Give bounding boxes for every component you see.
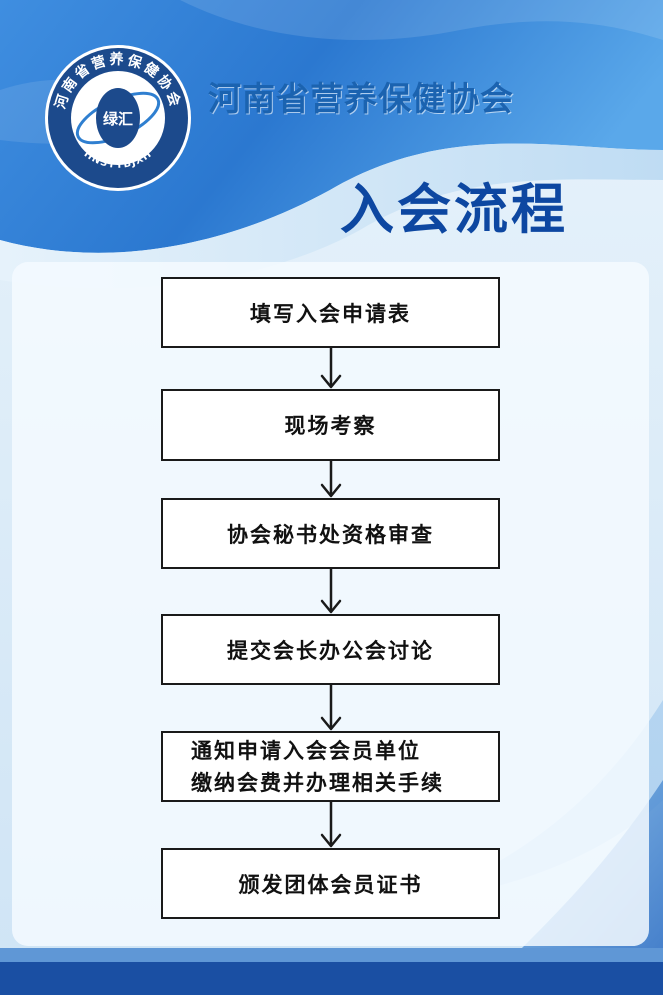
step-4-box: 提交会长办公会讨论	[161, 614, 500, 685]
step-5-label-line-1: 通知申请入会会员单位	[191, 738, 421, 763]
page-title: 入会流程	[340, 177, 568, 241]
logo-center-text: 绿汇	[103, 110, 133, 128]
step-6-label: 颁发团体会员证书	[238, 872, 423, 897]
association-logo: 河南省营养保健协会 HNSYYBJXH 绿汇	[45, 45, 191, 191]
step-1-box: 填写入会申请表	[161, 277, 500, 348]
step-2-label: 现场考察	[284, 414, 377, 438]
org-name: 河南省营养保健协会	[208, 79, 514, 118]
step-5-label-line-2: 缴纳会费并办理相关手续	[191, 770, 444, 795]
step-5-box: 通知申请入会会员单位 缴纳会费并办理相关手续	[161, 731, 500, 802]
step-3-box: 协会秘书处资格审查	[161, 498, 500, 569]
step-2-box: 现场考察	[161, 389, 500, 461]
step-4-label: 提交会长办公会讨论	[227, 638, 434, 663]
step-1-label: 填写入会申请表	[250, 301, 411, 326]
step-6-box: 颁发团体会员证书	[161, 848, 500, 919]
step-3-label: 协会秘书处资格审查	[227, 522, 434, 547]
